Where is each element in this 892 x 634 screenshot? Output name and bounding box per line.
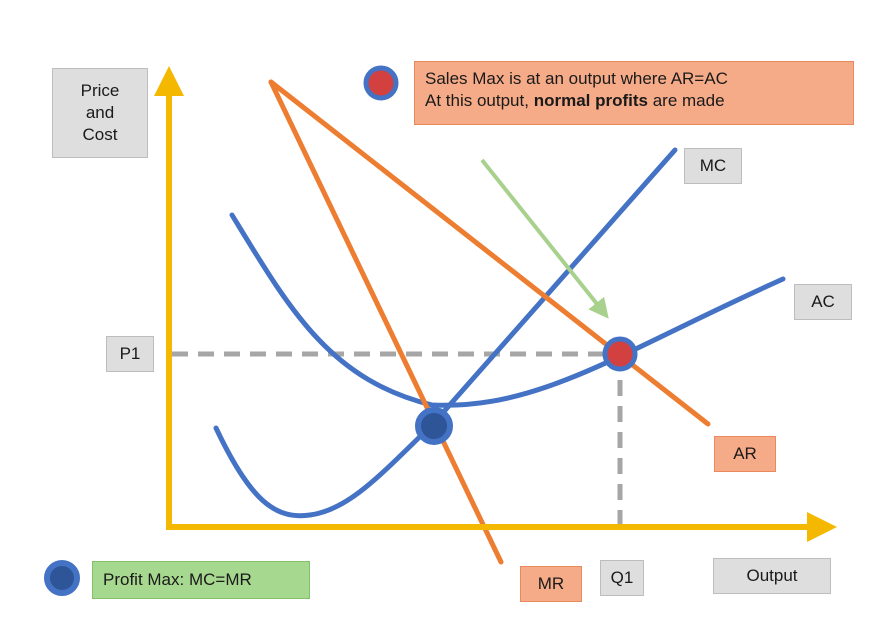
- sales-max-callout: Sales Max is at an output where AR=AC At…: [414, 61, 854, 125]
- green-pointer-arrow: [480, 158, 609, 319]
- x-axis-label: Output: [713, 558, 831, 594]
- x-axis-label-text: Output: [746, 565, 798, 585]
- sales-max-point: [602, 336, 638, 372]
- mr-label-text: MR: [537, 573, 565, 593]
- ar-line: [268, 79, 711, 427]
- profit-max-point: [415, 407, 453, 445]
- ac-label-text: AC: [811, 291, 835, 311]
- ac-curve: [229, 212, 786, 408]
- sales-max-legend-marker: [363, 65, 399, 101]
- mr-label: MR: [520, 566, 582, 602]
- q1-label-text: Q1: [610, 567, 634, 587]
- profit-max-legend-marker: [44, 560, 80, 596]
- y-axis-label-line-2: and: [85, 102, 115, 122]
- sales-max-callout-line-1: Sales Max is at an output where AR=AC: [425, 69, 728, 88]
- mc-label: MC: [684, 148, 742, 184]
- mc-label-text: MC: [699, 155, 727, 175]
- normal-profits-emphasis: normal profits: [533, 91, 648, 111]
- sales-max-callout-line-2-start: At this output,: [425, 91, 534, 111]
- profit-max-callout: Profit Max: MC=MR: [92, 561, 310, 599]
- profit-max-callout-text: Profit Max: MC=MR: [103, 569, 252, 589]
- p1-label-text: P1: [119, 343, 141, 363]
- ar-label-text: AR: [733, 443, 757, 463]
- y-axis-label-line-1: Price: [80, 80, 120, 100]
- sales-max-callout-line-2-end: are made: [647, 91, 725, 111]
- y-axis-label-line-3: Cost: [82, 125, 118, 145]
- mr-line: [268, 79, 504, 565]
- ar-label: AR: [714, 436, 776, 472]
- ac-label: AC: [794, 284, 852, 320]
- q1-label: Q1: [600, 560, 644, 596]
- sales-max-callout-line-2: At this output, normal profits are made: [425, 90, 725, 112]
- y-axis-label: Price and Cost: [52, 68, 148, 158]
- mc-curve: [213, 147, 678, 519]
- p1-label: P1: [106, 336, 154, 372]
